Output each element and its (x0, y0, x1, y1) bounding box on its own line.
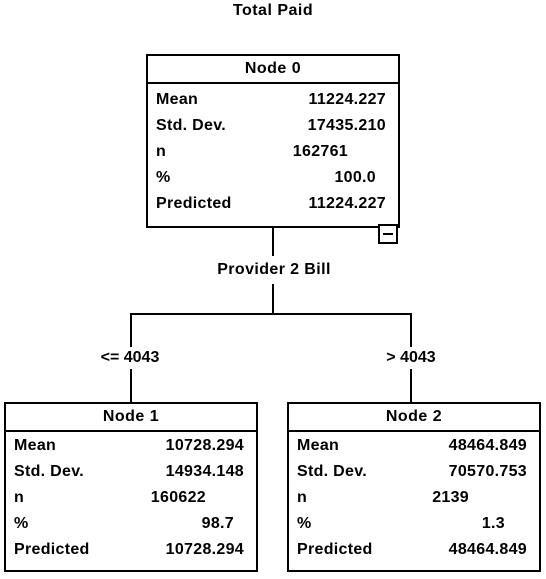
row-label: Std. Dev. (297, 463, 367, 480)
connector-split-down (272, 284, 274, 314)
tree-node-1[interactable]: Node 1 Mean 10728.294 Std. Dev. 14934.14… (4, 402, 258, 572)
row-value: 17435.210 (307, 117, 386, 134)
row-value: 14934.148 (165, 463, 244, 480)
row-value: 1.3 (481, 515, 505, 532)
collapse-node-0-icon[interactable] (378, 224, 398, 244)
row-label: n (14, 489, 25, 506)
row-label: Predicted (297, 541, 373, 558)
row-value: 2139 (432, 489, 469, 506)
row-label: % (14, 515, 29, 532)
connector-horizontal (130, 313, 412, 315)
row-value: 48464.849 (448, 437, 527, 454)
row-label: n (156, 143, 167, 160)
row-label: Mean (14, 437, 57, 454)
node-header: Node 1 (6, 404, 256, 432)
row-value: 162761 (292, 143, 348, 160)
row-value: 11224.227 (308, 195, 386, 212)
tree-node-0[interactable]: Node 0 Mean 11224.227 Std. Dev. 17435.21… (146, 54, 400, 228)
row-value: 98.7 (201, 515, 234, 532)
row-value: 100.0 (334, 169, 376, 186)
row-value: 48464.849 (448, 541, 527, 558)
connector-root-down (272, 226, 274, 256)
row-label: Mean (156, 91, 199, 108)
branch-label-left: <= 4043 (80, 347, 180, 369)
row-label: % (156, 169, 171, 186)
row-label: Mean (297, 437, 340, 454)
row-label: Predicted (14, 541, 90, 558)
tree-node-2[interactable]: Node 2 Mean 48464.849 Std. Dev. 70570.75… (287, 402, 541, 572)
row-value: 70570.753 (448, 463, 527, 480)
row-value: 10728.294 (165, 437, 244, 454)
row-value: 160622 (150, 489, 206, 506)
row-label: n (297, 489, 308, 506)
split-variable-label: Provider 2 Bill (196, 259, 352, 281)
node-header: Node 2 (289, 404, 539, 432)
branch-label-right: > 4043 (361, 347, 461, 369)
row-label: Std. Dev. (14, 463, 84, 480)
row-value: 10728.294 (165, 541, 244, 558)
tree-title: Total Paid (232, 2, 314, 19)
row-value: 11224.227 (308, 91, 386, 108)
row-label: % (297, 515, 312, 532)
row-label: Predicted (156, 195, 232, 212)
node-header: Node 0 (148, 56, 398, 84)
row-label: Std. Dev. (156, 117, 226, 134)
